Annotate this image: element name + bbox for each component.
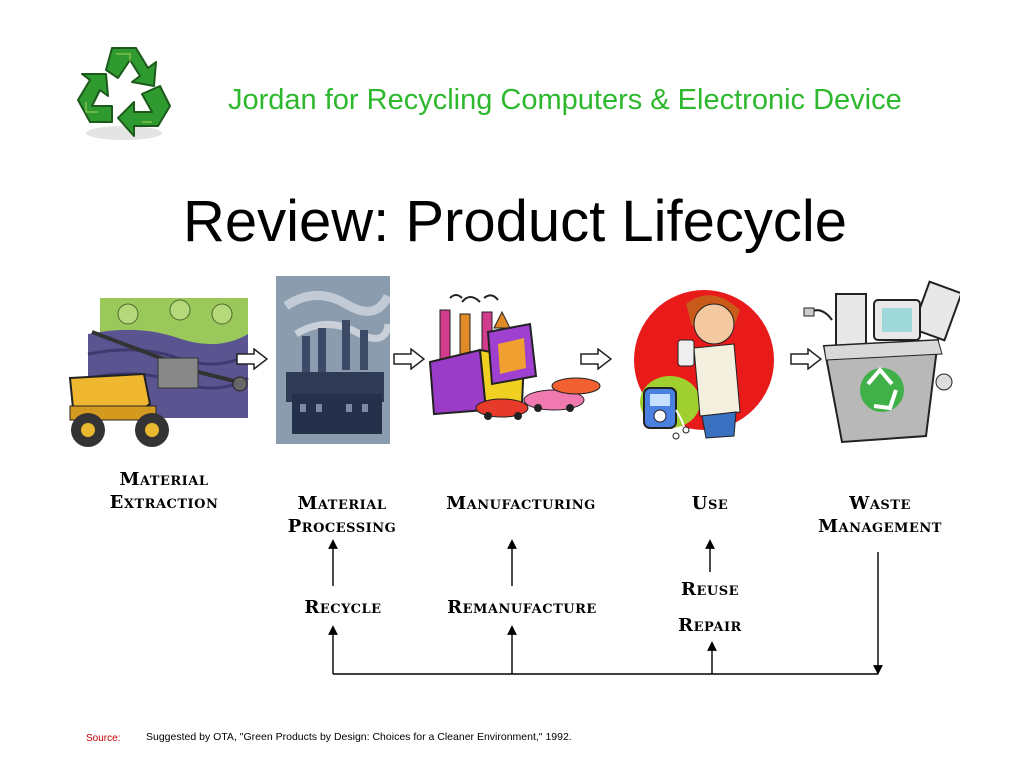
source-citation: Suggested by OTA, "Green Products by Des… — [146, 731, 572, 743]
loop-label-recycle: Recycle — [304, 597, 382, 618]
flow-arrow-icon — [393, 348, 425, 370]
manufacturing-plant-icon — [428, 294, 601, 420]
person-with-music-player-icon — [634, 290, 774, 443]
organization-title: Jordan for Recycling Computers & Electro… — [228, 84, 902, 116]
mining-truck-icon — [68, 298, 249, 447]
stage-label-waste-management: Waste Management — [818, 493, 942, 537]
loop-label-repair: Repair — [678, 615, 742, 636]
loop-label-remanufacture: Remanufacture — [447, 597, 597, 618]
flow-arrow-icon — [236, 348, 268, 370]
flow-arrow-icon — [580, 348, 612, 370]
flow-arrow-icon — [790, 348, 822, 370]
source-label: Source: — [86, 733, 121, 744]
stage-label-manufacturing: Manufacturing — [446, 493, 596, 514]
slide-title: Review: Product Lifecycle — [182, 189, 848, 254]
factory-smokestacks-icon — [276, 276, 390, 444]
loop-label-reuse: Reuse — [680, 579, 739, 600]
electronics-recycling-bin-icon — [803, 280, 960, 444]
stage-label-material-extraction: Material Extraction — [109, 469, 219, 513]
recycling-logo-icon — [77, 47, 171, 140]
stage-label-material-processing: Material Processing — [287, 493, 397, 537]
stage-label-use: Use — [691, 493, 729, 514]
